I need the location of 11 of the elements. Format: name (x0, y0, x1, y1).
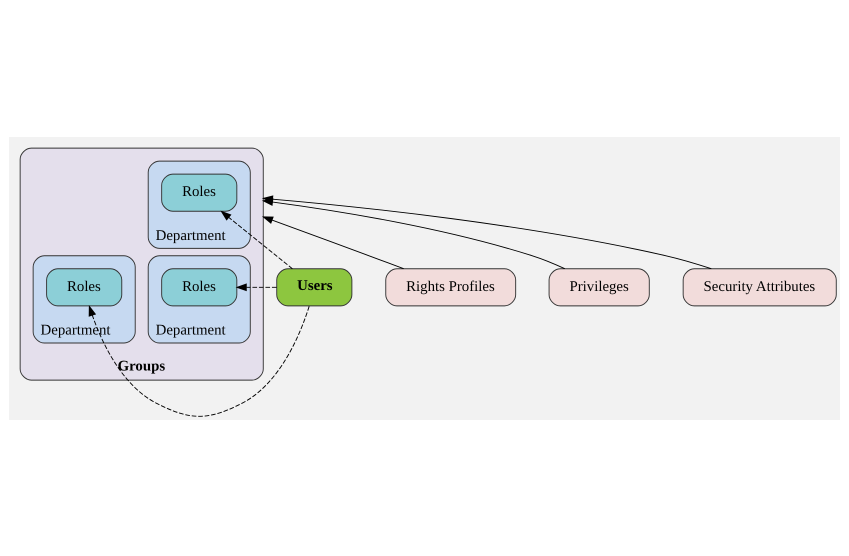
arrow (236, 282, 278, 291)
node-box: Security Attributes (682, 268, 837, 306)
node-box: Rights Profiles (385, 268, 516, 306)
node-box: Roles (46, 268, 122, 306)
node-box: Privileges (548, 268, 650, 306)
node-box: Users (276, 268, 352, 306)
node-box: Roles (161, 268, 238, 306)
arrow (262, 216, 404, 269)
node-box: Roles (161, 173, 238, 212)
arrow (220, 210, 293, 269)
arrow (88, 304, 310, 416)
